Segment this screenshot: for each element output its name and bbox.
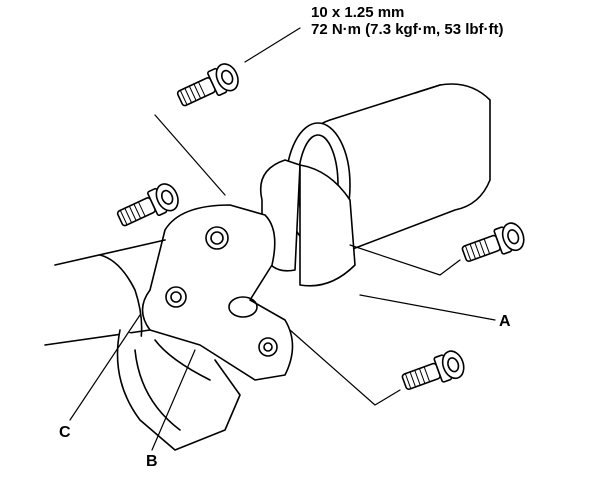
torque-spec-size: 10 x 1.25 mm [311, 4, 405, 21]
side-shaft [54, 239, 166, 266]
bolt-top-leader [154, 114, 226, 196]
callout-a-leader [359, 294, 496, 321]
torque-spec-value: 72 N·m (7.3 kgf·m, 53 lbf·ft) [311, 21, 504, 38]
shaft-tube [329, 83, 491, 251]
spec-leader-line [244, 27, 301, 63]
callout-b-label: B [146, 453, 158, 470]
callout-b-leader [151, 349, 196, 451]
callout-c-label: C [59, 424, 71, 441]
bolt-lower-right-leader [289, 329, 401, 406]
bolt-top [176, 63, 239, 107]
bolt-right-mid-leader [349, 244, 461, 276]
bolt-right-mid [461, 222, 525, 262]
bolt-lower-right [401, 350, 465, 390]
flange-housing [116, 329, 241, 451]
callout-a-label: A [499, 313, 511, 330]
torque-spec: 10 x 1.25 mm 72 N·m (7.3 kgf·m, 53 lbf·f… [311, 4, 504, 38]
yoke-flange [141, 204, 294, 381]
bolt-left [116, 183, 179, 227]
callout-c-leader [69, 314, 141, 421]
